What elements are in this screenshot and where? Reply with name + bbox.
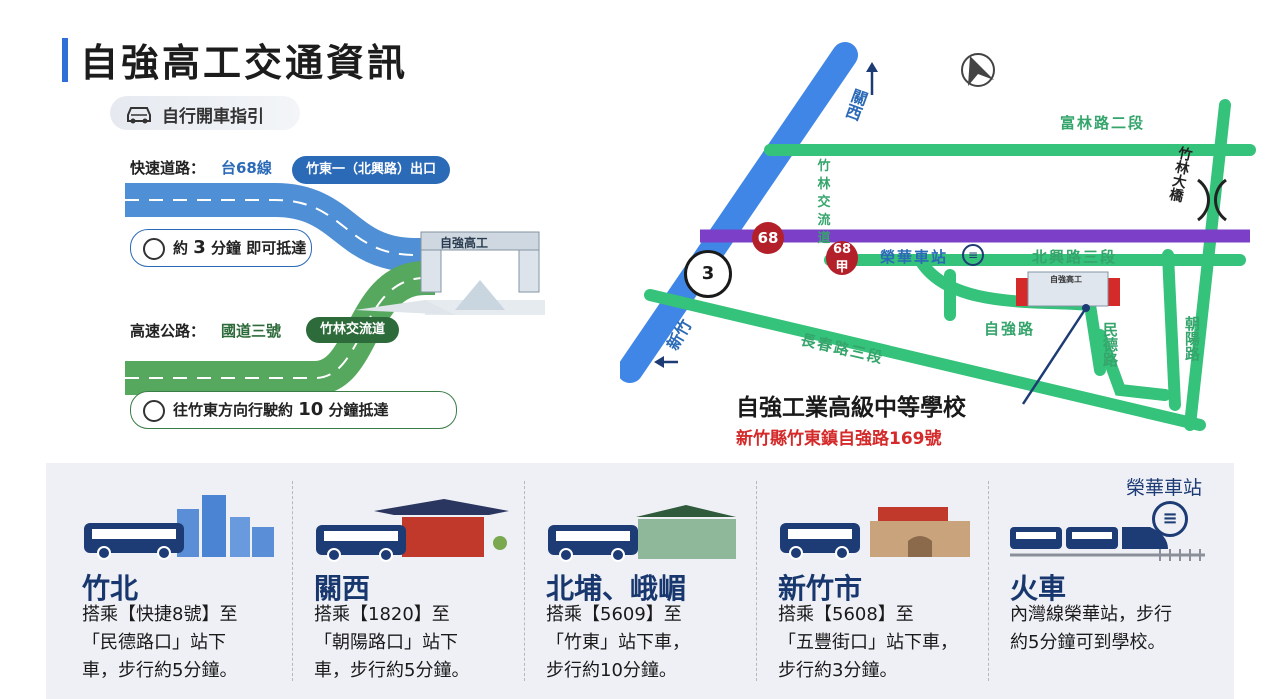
map-label-ziqiang-rd: 自強路 — [984, 320, 1036, 338]
desc-line: 「朝陽路口」站下 — [314, 632, 458, 653]
driving-guide-label: 自行開車指引 — [162, 107, 264, 127]
map-label-minde: 民德路 — [1101, 322, 1119, 367]
hwy3-shield: 3 — [684, 250, 732, 298]
transit-panel: 竹北 搭乘【快捷8號】至 「民德路口」站下 車，步行約5分鐘。 關西 搭乘【18… — [46, 463, 1234, 699]
hwy68-shield: 68 — [752, 222, 784, 254]
time-minutes: 3 — [193, 237, 206, 258]
ronghua-station-label: 榮華車站 — [1126, 477, 1203, 499]
map-school-sign: 自強高工 — [1050, 275, 1082, 284]
transit-desc: 搭乘【5608】至 「五豐街口」站下車， 步行約3分鐘。 — [778, 601, 1008, 685]
desc-line: 步行約3分鐘。 — [778, 660, 898, 681]
desc-line: 「五豐街口」站下車， — [778, 632, 958, 653]
freeway-exit-badge: 竹林交流道 — [306, 317, 400, 343]
map-label-zhulin-ic: 竹林交流道 — [817, 159, 831, 246]
page-title: 自強高工交通資訊 — [80, 41, 409, 85]
desc-line: 約5分鐘可到學校。 — [1010, 632, 1166, 653]
desc-line: 搭乘【1820】至 — [314, 604, 450, 625]
column-divider — [988, 481, 989, 681]
time-suffix: 分鐘 即可抵達 — [211, 239, 307, 257]
hwy68a-shield: 68 甲 — [826, 241, 858, 275]
expressway-time-box: 約 3 分鐘 即可抵達 — [130, 229, 312, 267]
title-accent-bar — [62, 38, 68, 82]
bus-building-illustration — [548, 505, 736, 562]
transit-name: 關西 — [314, 572, 371, 605]
transit-desc: 搭乘【1820】至 「朝陽路口」站下 車，步行約5分鐘。 — [314, 601, 544, 685]
freeway-label: 高速公路： — [130, 322, 206, 340]
desc-line: 車，步行約5分鐘。 — [82, 660, 238, 681]
column-divider — [292, 481, 293, 681]
bus-gate-illustration — [780, 507, 970, 560]
desc-line: 搭乘【5609】至 — [546, 604, 682, 625]
column-divider — [524, 481, 525, 681]
transit-name: 北埔、峨嵋 — [546, 572, 687, 605]
transit-name: 新竹市 — [778, 572, 863, 605]
car-icon — [127, 107, 151, 124]
desc-line: 內灣線榮華站，步行 — [1010, 604, 1172, 625]
compass-icon — [956, 48, 996, 88]
desc-line: 車，步行約5分鐘。 — [314, 660, 470, 681]
time-suffix: 分鐘抵達 — [328, 401, 389, 419]
school-name: 自強工業高級中等學校 — [736, 395, 966, 421]
time-prefix: 往竹東方向行駛約 — [173, 401, 294, 419]
map-label-fulin: 富林路二段 — [1060, 114, 1146, 132]
location-map — [620, 42, 1256, 431]
desc-line: 搭乘【5608】至 — [778, 604, 914, 625]
school-address: 新竹縣竹東鎮自強路169號 — [736, 429, 942, 449]
transit-desc: 搭乘【快捷8號】至 「民德路口」站下 車，步行約5分鐘。 — [82, 601, 312, 685]
time-prefix: 約 — [173, 239, 189, 257]
desc-line: 搭乘【快捷8號】至 — [82, 604, 238, 625]
bus-city-illustration — [84, 495, 274, 560]
hwy68a-suffix: 甲 — [835, 260, 849, 275]
transit-name: 竹北 — [82, 572, 139, 605]
desc-line: 「民德路口」站下 — [82, 632, 226, 653]
expressway-route: 台68線 — [221, 159, 272, 177]
hwy68a-number: 68 — [832, 242, 852, 257]
clock-icon — [143, 399, 165, 422]
train-illustration — [1010, 527, 1205, 561]
freeway-route: 國道三號 — [221, 322, 282, 340]
column-divider — [756, 481, 757, 681]
railway-logo-icon: ≡ — [1152, 501, 1188, 537]
map-label-beixing: 北興路三段 — [1032, 248, 1118, 266]
desc-line: 步行約10分鐘。 — [546, 660, 677, 681]
freeway-time-box: 往竹東方向行駛約 10 分鐘抵達 — [130, 391, 457, 429]
bus-temple-illustration — [316, 499, 509, 562]
expressway-exit-badge: 竹東一（北興路）出口 — [292, 156, 451, 184]
gate-sign: 自強高工 — [440, 236, 489, 250]
transit-desc: 內灣線榮華站，步行 約5分鐘可到學校。 — [1010, 601, 1240, 657]
expressway-label: 快速道路： — [130, 159, 206, 177]
transit-name: 火車 — [1010, 572, 1067, 605]
driving-guide-pill — [110, 96, 300, 130]
desc-line: 「竹東」站下車， — [546, 632, 690, 653]
map-label-chaoyang: 朝陽路 — [1183, 316, 1201, 361]
rail-station-icon: ≡ — [962, 244, 984, 266]
clock-icon — [143, 237, 165, 260]
transit-desc: 搭乘【5609】至 「竹東」站下車， 步行約10分鐘。 — [546, 601, 776, 685]
map-label-ronghua: 榮華車站 — [880, 248, 949, 266]
time-minutes: 10 — [298, 399, 324, 420]
